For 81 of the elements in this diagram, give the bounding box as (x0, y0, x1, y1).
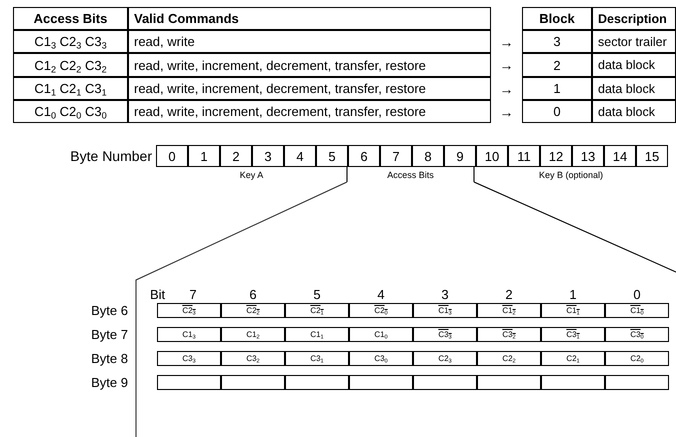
row-label: Byte 7 (90, 326, 128, 343)
table-cell: 15 (636, 145, 668, 167)
table-cell: C1$_{0}$ (349, 327, 413, 342)
table-cell: C1$_{3}$ (157, 327, 221, 342)
table-cell: 13 (572, 145, 604, 167)
table-cell: C3$_{0}$ (349, 351, 413, 366)
table-cell: read, write, increment, decrement, transfer, restore (128, 77, 491, 100)
bit-number: 7 (188, 286, 198, 302)
group-label: Key B (optional) (538, 169, 604, 182)
table-cell: C2$_{2}$ (221, 303, 285, 318)
column-header: Valid Commands (128, 7, 491, 30)
table-cell: C3$_{3}$ (413, 327, 477, 342)
column-header: Access Bits (13, 7, 128, 30)
table-cell: C1$_{2}$ (221, 327, 285, 342)
table-cell: C1$_{2}$ (477, 303, 541, 318)
bit-number: 0 (632, 286, 642, 302)
table-cell: 8 (412, 145, 444, 167)
table-cell: 3 (252, 145, 284, 167)
table-cell: 10 (476, 145, 508, 167)
table-cell: 1 (188, 145, 220, 167)
table-cell: C1$_{2}$ C2$_{2}$ C3$_{2}$ (13, 53, 128, 77)
column-header: Description (592, 7, 676, 30)
table-cell: C2$_{0}$ (605, 351, 669, 366)
table-cell: data block (592, 77, 676, 100)
table-cell: C3$_{0}$ (605, 327, 669, 342)
arrow-glyph: → (498, 80, 514, 98)
table-cell: sector trailer (592, 30, 676, 53)
table-cell: 6 (348, 145, 380, 167)
table-cell: 7 (380, 145, 412, 167)
arrow-glyph: → (498, 102, 514, 122)
table-cell: 3 (522, 30, 592, 53)
bit-number: 4 (376, 286, 386, 302)
table-cell: C1$_{0}$ C2$_{0}$ C3$_{0}$ (13, 100, 128, 123)
table-cell: C1$_{1}$ (541, 303, 605, 318)
group-label: Key A (238, 169, 264, 182)
table-cell: C3$_{2}$ (477, 327, 541, 342)
table-cell: data block (592, 53, 676, 77)
bit-number: 6 (248, 286, 258, 302)
table-cell: C2$_{0}$ (349, 303, 413, 318)
table-cell: read, write, increment, decrement, transfer, restore (128, 53, 491, 77)
table-cell: 5 (316, 145, 348, 167)
table-cell: C1$_{3}$ (413, 303, 477, 318)
row-label: Byte 8 (90, 350, 128, 367)
row-label: Byte Number (69, 147, 152, 166)
table-cell: 1 (522, 77, 592, 100)
table-cell: 2 (522, 53, 592, 77)
table-cell: C3$_{2}$ (221, 351, 285, 366)
bit-number: 2 (504, 286, 514, 302)
table-cell: C2$_{3}$ (413, 351, 477, 366)
table-cell: C2$_{2}$ (477, 351, 541, 366)
table-cell: 0 (156, 145, 188, 167)
table-cell: C1$_{1}$ C2$_{1}$ C3$_{1}$ (13, 77, 128, 100)
arrow-glyph: → (498, 56, 514, 75)
table-cell: C1$_{0}$ (605, 303, 669, 318)
row-label: Byte 9 (90, 374, 128, 391)
table-cell: C2$_{1}$ (541, 351, 605, 366)
table-cell: C3$_{1}$ (285, 351, 349, 366)
table-cell: 14 (604, 145, 636, 167)
table-cell: C2$_{3}$ (157, 303, 221, 318)
bit-number: 5 (312, 286, 322, 302)
table-cell: 0 (522, 100, 592, 123)
table-cell: 2 (220, 145, 252, 167)
table-cell: 9 (444, 145, 476, 167)
table-cell: read, write, increment, decrement, transfer, restore (128, 100, 491, 123)
table-cell: C3$_{3}$ (157, 351, 221, 366)
table-cell: data block (592, 100, 676, 123)
bit-number: 3 (440, 286, 450, 302)
table-cell: C3$_{1}$ (541, 327, 605, 342)
row-label: Byte 6 (90, 302, 128, 319)
table-cell: 4 (284, 145, 316, 167)
group-label: Access Bits (386, 169, 435, 182)
row-label: Bit (149, 286, 166, 302)
table-cell: C1$_{1}$ (285, 327, 349, 342)
table-cell: C2$_{1}$ (285, 303, 349, 318)
table-cell: C1$_{3}$ C2$_{3}$ C3$_{3}$ (13, 30, 128, 53)
table-cell: 11 (508, 145, 540, 167)
bit-number: 1 (568, 286, 578, 302)
arrow-glyph: → (498, 32, 514, 52)
table-cell: read, write (128, 30, 491, 53)
table-cell: 12 (540, 145, 572, 167)
column-header: Block (522, 7, 592, 30)
